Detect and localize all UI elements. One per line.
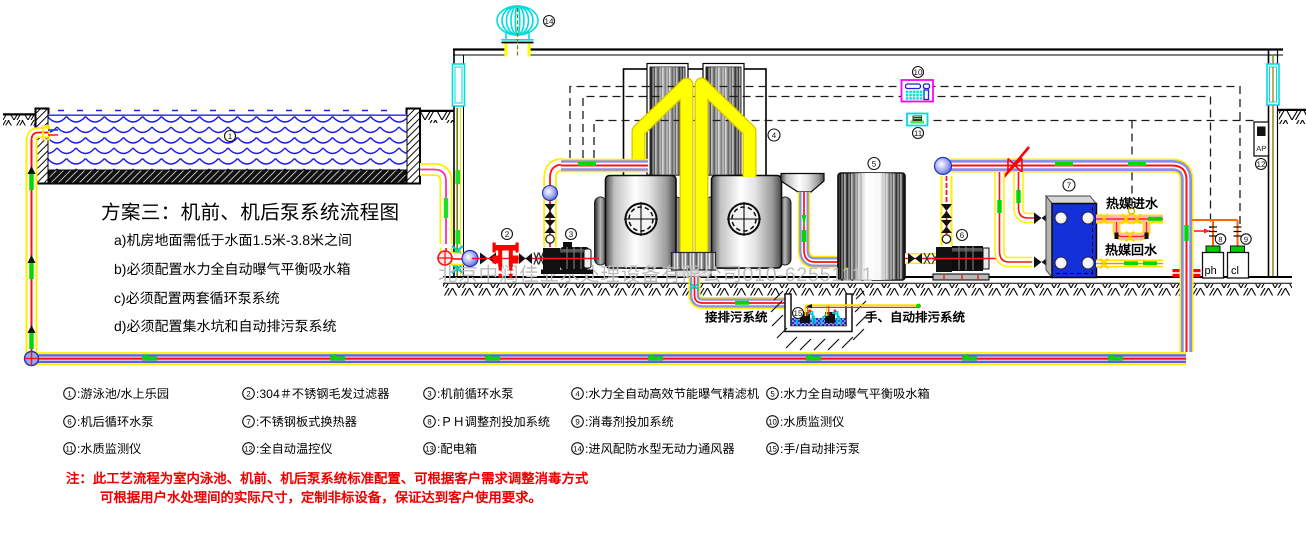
svg-text::配电箱: :配电箱 [437, 442, 477, 456]
svg-text:6: 6 [67, 417, 71, 426]
svg-text:12: 12 [1257, 160, 1266, 169]
svg-text:10: 10 [914, 68, 923, 77]
svg-text:接排污系统: 接排污系统 [705, 311, 768, 325]
svg-text:热媒回水: 热媒回水 [1105, 243, 1158, 258]
svg-text::进风配防水型无动力通风器: :进风配防水型无动力通风器 [585, 442, 735, 456]
svg-text:手、自动排污系统: 手、自动排污系统 [865, 311, 966, 325]
svg-text:13: 13 [425, 444, 434, 453]
svg-text::304＃不锈钢毛发过滤器: :304＃不锈钢毛发过滤器 [256, 387, 389, 401]
svg-text:2: 2 [246, 389, 250, 398]
svg-text:d)必须配置集水坑和自动排污泵系统: d)必须配置集水坑和自动排污泵系统 [114, 318, 336, 334]
svg-text::ＰＨ调整剂投加系统: :ＰＨ调整剂投加系统 [437, 415, 550, 429]
svg-text:注：此工艺流程为室内泳池、机前、机后泵系统标准配置、可根据客: 注：此工艺流程为室内泳池、机前、机后泵系统标准配置、可根据客户需求调整消毒方式 [66, 471, 589, 486]
svg-text:热媒进水: 热媒进水 [1106, 196, 1159, 211]
svg-text:ph: ph [1205, 265, 1217, 277]
svg-text:c)必须配置两套循环泵系统: c)必须配置两套循环泵系统 [114, 290, 280, 306]
svg-text:12: 12 [244, 444, 253, 453]
svg-text::机前循环水泵: :机前循环水泵 [437, 387, 514, 401]
svg-text:5: 5 [770, 389, 775, 398]
svg-text::手/自动排污泵: :手/自动排污泵 [780, 442, 860, 456]
svg-text::机后循环水泵: :机后循环水泵 [77, 415, 154, 429]
svg-text:15: 15 [794, 309, 803, 318]
svg-text:15: 15 [768, 444, 777, 453]
svg-text::全自动温控仪: :全自动温控仪 [256, 442, 333, 456]
svg-text:11: 11 [914, 129, 923, 138]
svg-text::游泳池/水上乐园: :游泳池/水上乐园 [77, 387, 169, 401]
svg-text:9: 9 [575, 417, 579, 426]
svg-text:b)必须配置水力全自动曝气平衡吸水箱: b)必须配置水力全自动曝气平衡吸水箱 [114, 261, 350, 277]
svg-text:cl: cl [1231, 265, 1239, 277]
svg-text:11: 11 [65, 444, 73, 453]
svg-text:a)机房地面需低于水面1.5米-3.8米之间: a)机房地面需低于水面1.5米-3.8米之间 [114, 232, 352, 248]
svg-text:14: 14 [545, 17, 554, 26]
svg-text:8: 8 [1218, 235, 1222, 244]
svg-text::水质监测仪: :水质监测仪 [77, 442, 141, 456]
svg-text:5: 5 [872, 160, 877, 169]
svg-text:10: 10 [768, 417, 777, 426]
svg-text:3: 3 [427, 389, 431, 398]
svg-text:北京中润佳业水处理设备有限公司010-62551111: 北京中润佳业水处理设备有限公司010-62551111 [438, 264, 874, 286]
svg-text:8: 8 [427, 417, 431, 426]
svg-text:4: 4 [575, 389, 580, 398]
svg-text::不锈钢板式换热器: :不锈钢板式换热器 [256, 415, 357, 429]
svg-text::消毒剂投加系统: :消毒剂投加系统 [585, 415, 674, 429]
svg-text:1: 1 [228, 132, 233, 141]
svg-text:2: 2 [505, 230, 510, 239]
svg-text:9: 9 [1244, 235, 1248, 244]
svg-text:4: 4 [772, 131, 777, 140]
svg-text:1: 1 [67, 389, 71, 398]
svg-text:可根据用户水处理间的实际尺寸，定制非标设备，保证达到客户使用: 可根据用户水处理间的实际尺寸，定制非标设备，保证达到客户使用要求。 [100, 490, 542, 505]
svg-text::水质监测仪: :水质监测仪 [780, 415, 844, 429]
svg-text:14: 14 [573, 444, 582, 453]
svg-text:6: 6 [960, 231, 965, 240]
svg-text:方案三：机前、机后泵系统流程图: 方案三：机前、机后泵系统流程图 [101, 202, 399, 224]
svg-text:7: 7 [246, 417, 250, 426]
svg-text::水力全自动曝气平衡吸水箱: :水力全自动曝气平衡吸水箱 [780, 387, 930, 401]
svg-text::水力全自动高效节能曝气精滤机: :水力全自动高效节能曝气精滤机 [585, 387, 759, 401]
svg-text:3: 3 [569, 230, 574, 239]
svg-text:7: 7 [1067, 181, 1072, 190]
svg-text:AP: AP [1256, 144, 1266, 153]
